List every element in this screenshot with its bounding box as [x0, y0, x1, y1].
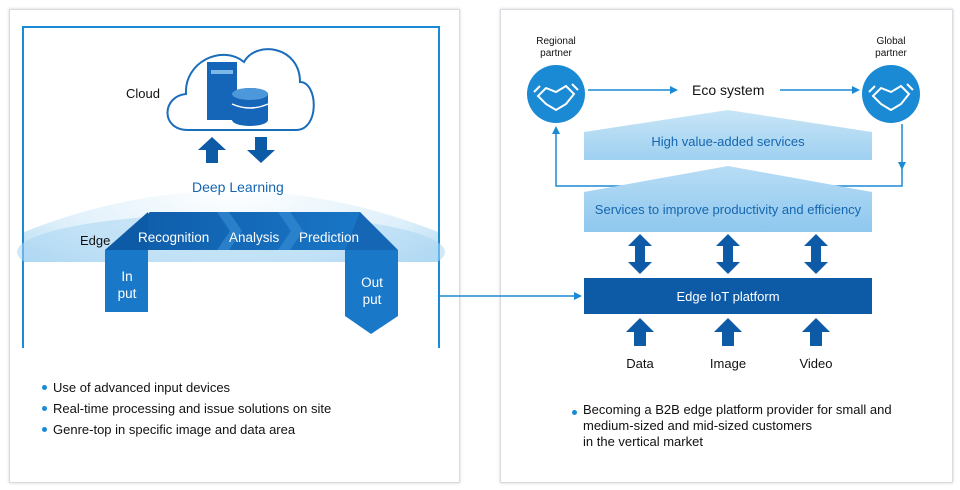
step-analysis: Analysis	[229, 230, 280, 245]
global-partner-icon	[862, 65, 920, 123]
regional-partner-line2: partner	[540, 48, 572, 59]
connector-line	[440, 292, 582, 300]
edge-label: Edge	[80, 233, 111, 248]
right-bullet-line2: medium-sized and mid-sized customers	[583, 418, 813, 433]
right-bullet-line1: Becoming a B2B edge platform provider fo…	[583, 402, 892, 417]
up-arrow-icon	[198, 137, 226, 163]
regional-partner-icon	[527, 65, 585, 123]
left-bullet-item: Real-time processing and issue solutions…	[42, 398, 331, 419]
left-bullet-item: Use of advanced input devices	[42, 377, 331, 398]
output-label-line2: put	[362, 292, 382, 307]
global-partner-line2: partner	[875, 48, 907, 59]
regional-partner-label: Regional partner	[526, 36, 586, 60]
output-label: Out put	[352, 274, 392, 308]
edge-iot-platform-label: Edge IoT platform	[676, 289, 780, 304]
input-arrows	[626, 318, 830, 346]
global-partner-line1: Global	[876, 36, 906, 47]
productivity-services-shape	[584, 166, 872, 232]
input-label-line2: put	[117, 286, 137, 301]
step-prediction: Prediction	[299, 230, 360, 245]
left-bullet-list: Use of advanced input devices Real-time …	[42, 377, 331, 440]
left-bullet-item: Genre-top in specific image and data are…	[42, 419, 331, 440]
process-steps	[105, 212, 398, 334]
step-recognition: Recognition	[138, 230, 210, 245]
down-arrow-icon	[247, 137, 275, 163]
right-bullet-item: Becoming a B2B edge platform provider fo…	[572, 402, 892, 450]
productivity-services-label: Services to improve productivity and eff…	[594, 202, 862, 217]
cloud-label: Cloud	[126, 86, 160, 101]
cloud-server-icon	[166, 48, 315, 131]
input-label-line1: In	[121, 269, 133, 284]
output-label-line1: Out	[361, 275, 383, 290]
deep-learning-label: Deep Learning	[192, 179, 284, 195]
high-value-services-label: High value-added services	[651, 134, 805, 149]
eco-system-label: Eco system	[692, 82, 765, 98]
regional-partner-line1: Regional	[536, 36, 576, 47]
right-bullet-line3: in the vertical market	[583, 434, 703, 449]
input-label: In put	[112, 268, 142, 302]
input-data-label: Data	[626, 356, 654, 371]
bidirectional-arrows	[628, 234, 828, 274]
global-partner-label: Global partner	[861, 36, 921, 60]
input-video-label: Video	[799, 356, 833, 371]
right-bullet-list: Becoming a B2B edge platform provider fo…	[572, 402, 892, 450]
edge-iot-platform-bar	[584, 278, 872, 314]
input-image-label: Image	[709, 356, 747, 371]
high-value-services-shape	[584, 110, 872, 160]
